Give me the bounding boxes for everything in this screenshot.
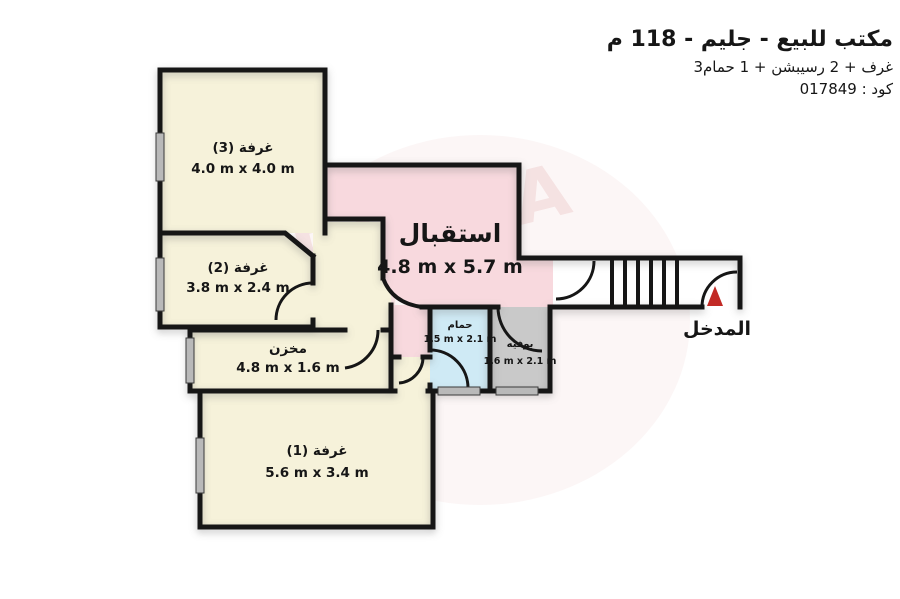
- listing-header: مكتب للبيع - جليم - 118 م 3غرف + 2 رسيبش…: [607, 27, 894, 98]
- listing-code: كود : 017849: [800, 80, 894, 98]
- room2-door-arc: [274, 281, 314, 321]
- room1-area: [200, 391, 433, 527]
- buffet-door-arc: [496, 306, 543, 353]
- reception-area: [325, 165, 553, 307]
- bathroom-label: حمام: [448, 320, 473, 331]
- storage-dims: 4.8 m x 1.6 m: [236, 360, 339, 376]
- room2-area: [160, 233, 313, 327]
- bathroom-area: [430, 307, 490, 391]
- room3-dims: 4.0 m x 4.0 m: [191, 161, 294, 177]
- buffet-label: بوفيه: [507, 339, 534, 350]
- storage-door-arc: [344, 329, 380, 370]
- entrance-door-arc: [700, 270, 738, 308]
- room1-dims: 5.6 m x 3.4 m: [265, 465, 368, 481]
- storage-area: [190, 330, 391, 391]
- room3-label: غرفة (3): [212, 140, 273, 156]
- buffet-window: [495, 386, 539, 396]
- entrance-label: المدخل: [683, 318, 751, 340]
- storage-window: [185, 337, 195, 384]
- windows: [155, 132, 539, 494]
- door-arcs: [274, 260, 738, 389]
- room3-area: [160, 70, 325, 233]
- storage-label: مخزن: [269, 341, 307, 357]
- room1-label: غرفة (1): [286, 443, 347, 459]
- room1-window: [195, 437, 205, 494]
- bathroom-window: [437, 386, 481, 396]
- room2-label: غرفة (2): [207, 260, 268, 276]
- reception-corridor-door-arc: [555, 260, 596, 301]
- entrance-arrow-icon: [707, 286, 723, 306]
- room2-dims: 3.8 m x 2.4 m: [186, 280, 289, 296]
- room3-window: [155, 132, 165, 182]
- bathroom-dims: 1.5 m x 2.1 m: [424, 334, 497, 345]
- room-labels: غرفة (3) 4.0 m x 4.0 m غرفة (2) 3.8 m x …: [186, 140, 751, 481]
- bathroom-door-arc: [429, 348, 470, 389]
- room2-window: [155, 257, 165, 312]
- walls: [157, 67, 743, 530]
- entry-corridor-area: [553, 258, 740, 307]
- listing-title: مكتب للبيع - جليم - 118 م: [607, 27, 893, 52]
- listing-subtitle: 3غرف + 2 رسيبشن + 1 حمام: [693, 58, 893, 76]
- reception-arch-arc: [381, 277, 423, 309]
- reception-dims: 4.8 m x 5.7 m: [377, 256, 523, 278]
- reception-label: استقبال: [399, 219, 502, 248]
- room-fills: [160, 70, 740, 527]
- buffet-dims: 1.6 m x 2.1 m: [484, 356, 557, 367]
- lobby-area: [391, 357, 430, 391]
- lobby-door-arc: [398, 356, 425, 385]
- reception-tongue-area: [391, 305, 430, 357]
- stairs: [610, 260, 679, 305]
